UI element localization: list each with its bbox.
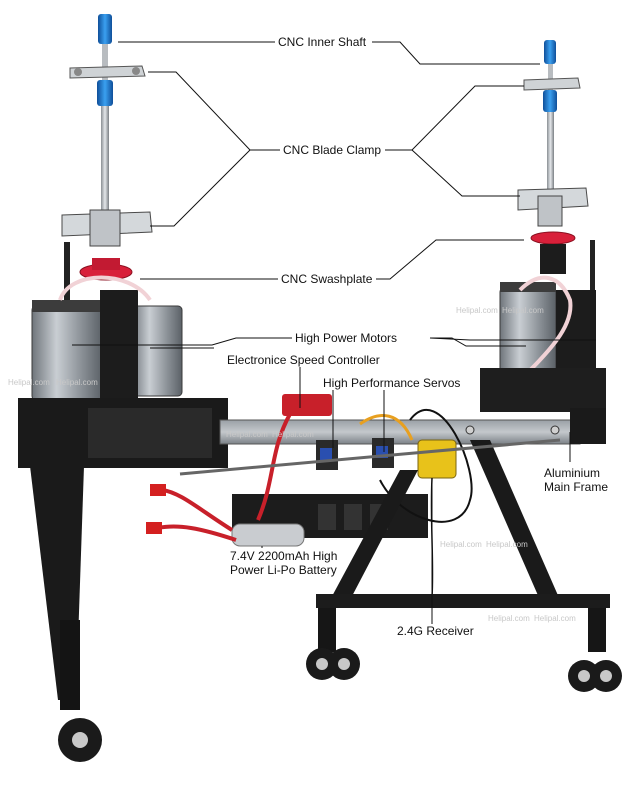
left-leg-strut xyxy=(60,620,80,710)
label-blade-clamp: CNC Blade Clamp xyxy=(282,143,383,157)
left-inner-shaft-blue-lower xyxy=(97,80,113,106)
left-top-blade-clamp xyxy=(69,65,146,79)
label-swashplate: CNC Swashplate xyxy=(280,272,374,286)
leader-motors-right-1 xyxy=(430,337,526,347)
right-side-frame xyxy=(480,368,606,412)
left-top-clamp-bolt xyxy=(74,68,82,76)
leader-lines xyxy=(72,41,596,624)
watermark-10: Helipal.com xyxy=(534,614,576,623)
esc-unit xyxy=(282,394,332,416)
watermark-9: Helipal.com xyxy=(488,614,530,623)
left-frame-inner xyxy=(88,408,212,458)
right-inner-shaft-blue-lower xyxy=(543,90,557,112)
label-inner-shaft: CNC Inner Shaft xyxy=(277,35,368,49)
left-inner-shaft-blue xyxy=(98,14,112,44)
label-esc: Electronice Speed Controller xyxy=(226,353,381,367)
mid-wheel-1-hub xyxy=(316,658,328,670)
label-battery-line2: Power Li-Po Battery xyxy=(230,563,337,577)
leader-motors-left-1 xyxy=(72,337,292,346)
left-motor-wires xyxy=(58,275,152,302)
left-motor-group xyxy=(31,275,183,401)
leader-inner-shaft-right xyxy=(372,41,540,65)
battery-connector-1 xyxy=(150,484,166,496)
left-rotor-head xyxy=(61,14,153,302)
tail-rod xyxy=(179,438,561,476)
label-main-frame: Aluminium Main Frame xyxy=(543,466,610,494)
lower-tray-slot-1 xyxy=(318,504,336,530)
battery-connector-2 xyxy=(146,522,162,534)
watermark-2: Helipal.com xyxy=(56,378,98,387)
right-wheel-2-hub xyxy=(600,670,612,682)
right-swash-base xyxy=(540,244,566,274)
right-wheel-1-hub xyxy=(578,670,590,682)
watermark-4: Helipal.com xyxy=(272,430,314,439)
right-control-rod xyxy=(590,240,595,300)
left-top-clamp-bolt-2 xyxy=(132,67,140,75)
battery-lead-1 xyxy=(161,488,234,532)
skid-bar xyxy=(316,594,610,608)
right-motor-1 xyxy=(499,287,557,373)
left-wheel-hub xyxy=(72,732,88,748)
battery-pack xyxy=(231,523,305,547)
landing-gear xyxy=(30,438,622,762)
left-motor-1-cap xyxy=(32,300,102,312)
leader-motors-right-2 xyxy=(429,337,596,341)
left-control-rod xyxy=(64,242,70,302)
label-battery-line1: 7.4V 2200mAh High xyxy=(230,549,338,563)
watermark-5: Helipal.com xyxy=(456,306,498,315)
left-swash-ring xyxy=(92,258,120,270)
left-main-shaft xyxy=(101,100,109,240)
rail-bolt-1 xyxy=(465,425,475,435)
left-motor-2 xyxy=(131,305,183,397)
watermark-8: Helipal.com xyxy=(486,540,528,549)
right-main-shaft xyxy=(547,110,554,200)
right-top-blade-clamp xyxy=(523,77,581,91)
watermark-3: Helipal.com xyxy=(226,430,268,439)
mid-wheel-2-hub xyxy=(338,658,350,670)
right-swashplate xyxy=(530,231,576,245)
right-head-block xyxy=(537,195,563,227)
label-battery: 7.4V 2200mAh High Power Li-Po Battery xyxy=(229,549,339,577)
leader-blade-clamp-1 xyxy=(148,71,280,151)
lower-tray-slot-2 xyxy=(344,504,362,530)
leader-blade-clamp-3 xyxy=(385,85,524,151)
label-receiver: 2.4G Receiver xyxy=(396,624,475,638)
servo-wires xyxy=(359,414,414,441)
right-gear-housing xyxy=(556,290,596,380)
leader-swashplate-right xyxy=(376,239,524,280)
black-loop-wire xyxy=(379,409,473,523)
rail-bolt-2 xyxy=(550,425,560,435)
center-leg-left xyxy=(330,470,418,600)
center-leg-right xyxy=(470,440,560,600)
label-main-frame-line2: Main Frame xyxy=(544,480,609,494)
right-frame-box xyxy=(570,408,606,444)
right-shaft-mid xyxy=(548,64,553,90)
left-head-block xyxy=(89,209,121,247)
right-rotor-head xyxy=(517,40,595,300)
label-servos: High Performance Servos xyxy=(322,376,462,390)
battery-lead-2 xyxy=(157,524,237,542)
receiver-unit xyxy=(417,439,457,479)
label-main-frame-line1: Aluminium xyxy=(544,466,601,480)
right-strut xyxy=(588,608,606,652)
servo-left-label xyxy=(320,448,332,460)
watermark-6: Helipal.com xyxy=(502,306,544,315)
watermark-1: Helipal.com xyxy=(8,378,50,387)
leader-blade-clamp-2 xyxy=(150,149,251,227)
right-inner-shaft-blue xyxy=(544,40,556,64)
right-motor-group xyxy=(480,275,606,412)
right-motor-1-cap xyxy=(500,282,556,292)
mid-strut xyxy=(318,608,336,652)
leader-blade-clamp-4 xyxy=(411,149,520,197)
label-motors: High Power Motors xyxy=(294,331,399,345)
left-shaft-mid xyxy=(102,44,108,80)
watermark-7: Helipal.com xyxy=(440,540,482,549)
